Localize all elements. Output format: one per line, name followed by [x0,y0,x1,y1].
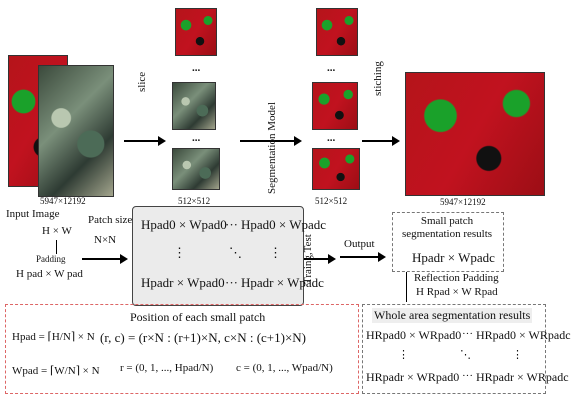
whole-br: HRpadr × WRpadc [476,370,569,384]
whole-dots-right: ⋮ [512,349,523,361]
output-arrow [340,252,386,262]
reflection-formula: H Rpad × W Rpad [416,286,498,298]
ellipsis-1: ... [192,62,201,74]
slice-arrow [124,136,166,146]
matrix-dots-right: ⋮ [269,245,282,260]
input-size-label: 5947×12192 [40,196,86,206]
output-size-label: 5947×12192 [440,197,486,207]
whole-dots-bottom: ··· [462,370,473,382]
model-arrow [240,136,302,146]
r-equation: r = (0, 1, ..., Hpad/N) [120,362,214,374]
patch-size-label-2: 512×512 [315,196,348,206]
nn-text: N×N [94,234,117,246]
matrix-tl: Hpad0 × Wpad0 [141,217,227,232]
hw-down-arrow [56,240,57,254]
input-image-satellite [38,65,114,197]
c-equation: c = (0, 1, ..., Wpad/N) [236,362,333,374]
reflection-down-arrow [406,272,407,302]
output-segmentation [405,72,545,196]
reflection-padding-label: Reflection Padding [414,272,499,284]
hpad-equation: Hpad = ⌈H/N⌉ × N [12,331,95,343]
patch-output-2 [312,82,358,130]
patch-output-3 [312,148,360,190]
small-patch-title: Small patch segmentation results [401,215,493,240]
small-patch-box [392,212,504,272]
hw-label: H × W [42,225,72,237]
small-patch-formula: Hpadr × Wpadc [412,250,495,265]
patch-matrix: Hpad0 × Wpad0 ··· Hpad0 × Wpadc ⋮ ⋱ ⋮ Hp… [132,206,326,306]
whole-bl: HRpadr × WRpad0 [366,370,460,384]
matrix-tr: Hpad0 × Wpadc [241,217,327,232]
position-box [5,304,359,394]
stitch-label: stiching [372,61,384,96]
patch-output-1 [316,8,358,56]
matrix-dots-diag: ⋱ [229,245,242,260]
input-image-label: Input Image [6,208,60,220]
ellipsis-4: ... [327,132,336,144]
ellipsis-3: ... [327,62,336,74]
matrix-dots-top: ··· [225,217,238,232]
whole-area-title: Whole area segmentation results [372,308,533,323]
to-matrix-arrow [82,254,128,264]
whole-dots-diag: ⋱ [460,349,471,361]
padding-label: Padding [36,254,66,264]
whole-dots-top: ··· [462,328,473,340]
ellipsis-2: ... [192,132,201,144]
rc-equation: (r, c) = (r×N : (r+1)×N, c×N : (c+1)×N) [100,330,307,345]
whole-dots-left: ⋮ [398,349,409,361]
output-label: Output [344,238,375,250]
position-title: Position of each small patch [130,310,266,324]
matrix-dots-left: ⋮ [173,245,186,260]
model-label: Segmentation Model [266,102,278,194]
patch-input-3 [172,148,220,190]
patch-size-text: Patch size [88,214,133,226]
traing-arrow [304,254,336,264]
wpad-equation: Wpad = ⌈W/N⌉ × N [12,365,100,377]
matrix-br: Hpadr × Wpadc [241,275,324,290]
patch-input-2 [172,82,216,130]
hpad-wpad-label: H pad × W pad [16,268,83,280]
patch-size-label-1: 512×512 [178,196,211,206]
matrix-bl: Hpadr × Wpad0 [141,275,225,290]
stitch-arrow [362,136,400,146]
matrix-dots-bottom: ··· [225,275,238,290]
whole-tl: HRpad0 × WRpad0 [366,328,462,342]
slice-label: slice [136,71,148,92]
whole-area-box [362,304,546,394]
whole-tr: HRpad0 × WRpadc [476,328,571,342]
patch-input-1 [175,8,217,56]
